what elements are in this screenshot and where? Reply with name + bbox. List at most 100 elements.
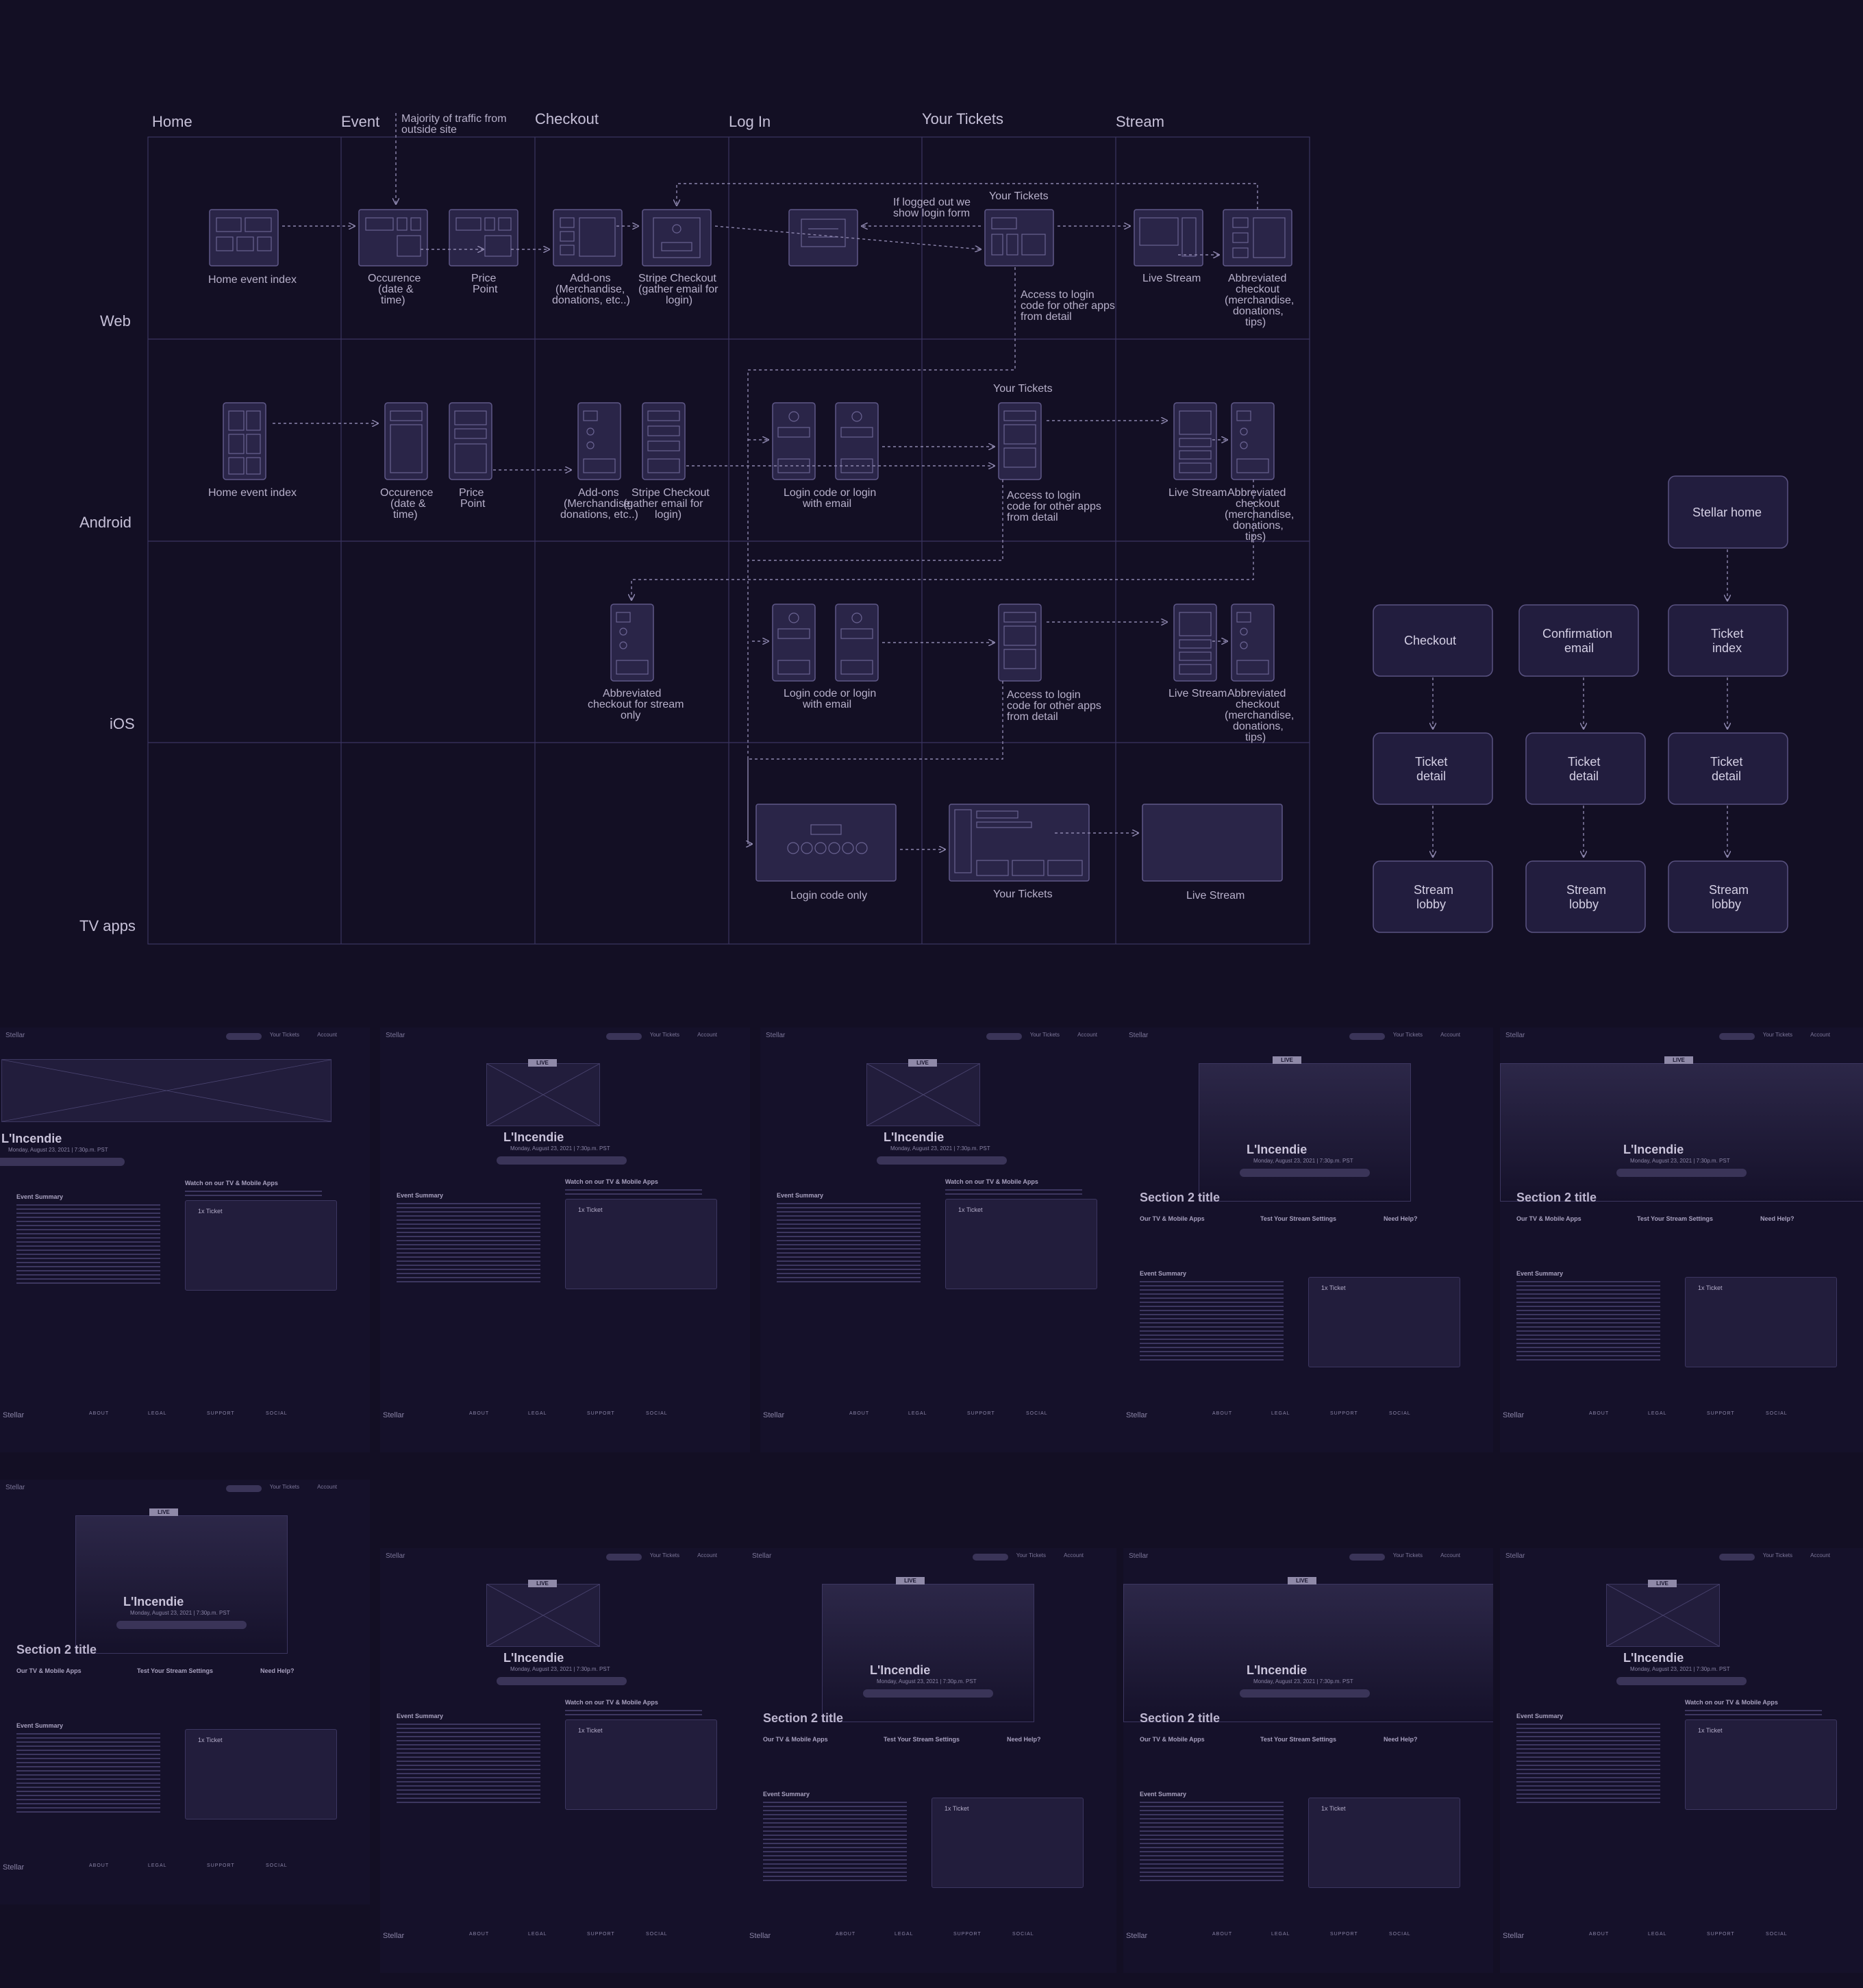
footer-column-about: ABOUT: [89, 1411, 110, 1416]
web-access-label-1: Access to login: [1021, 289, 1095, 301]
watch-now-button[interactable]: [497, 1156, 627, 1165]
live-badge: LIVE: [1288, 1577, 1316, 1585]
watch-now-button[interactable]: [497, 1677, 627, 1685]
nav-your-tickets[interactable]: Your Tickets: [1762, 1552, 1792, 1558]
nav-your-tickets[interactable]: Your Tickets: [1392, 1032, 1423, 1038]
footer-logo: Stellar: [3, 1863, 25, 1872]
android-access-label-1: Access to login: [1007, 490, 1081, 501]
nav-your-tickets[interactable]: Your Tickets: [1016, 1552, 1046, 1558]
ios-access-label-3: from detail: [1007, 711, 1058, 723]
watch-now-button[interactable]: [1240, 1169, 1370, 1177]
get-tickets-button[interactable]: [1719, 1033, 1755, 1040]
watch-now-button[interactable]: [863, 1689, 993, 1698]
footer-column-support: SUPPORT: [1330, 1932, 1358, 1937]
ios-abbrev-label-3: (merchandise,: [1225, 710, 1294, 721]
event-date: Monday, August 23, 2021 | 7:30p.m. PST: [130, 1610, 230, 1616]
get-tickets-button[interactable]: [1719, 1554, 1755, 1561]
flow-stream-lobby-2-line2: lobby: [1569, 897, 1599, 911]
row-header-tv-apps: TV apps: [79, 917, 136, 934]
get-tickets-button[interactable]: [1349, 1554, 1385, 1561]
event-summary-heading: Event Summary: [763, 1791, 810, 1798]
nav-account[interactable]: Account: [1810, 1552, 1830, 1558]
hero-banner: [1123, 1584, 1493, 1722]
nav-account[interactable]: Account: [1440, 1552, 1460, 1558]
get-tickets-button[interactable]: [606, 1554, 642, 1561]
section-title: Section 2 title: [1140, 1191, 1221, 1204]
ios-live-stream-node: [1173, 604, 1217, 682]
footer-column-support: SUPPORT: [1707, 1411, 1735, 1416]
nav-your-tickets[interactable]: Your Tickets: [269, 1032, 299, 1038]
event-summary-heading: Event Summary: [777, 1192, 824, 1199]
footer-column-about: ABOUT: [1212, 1411, 1233, 1416]
watch-apps-heading: Watch on our TV & Mobile Apps: [945, 1178, 1038, 1185]
nav-your-tickets[interactable]: Your Tickets: [649, 1552, 679, 1558]
watch-now-button[interactable]: [1616, 1169, 1747, 1177]
event-summary-text: [763, 1802, 907, 1884]
flow-stream-lobby-2-line1: Stream: [1566, 883, 1606, 897]
nav-account[interactable]: Account: [1440, 1032, 1460, 1038]
nav-your-tickets[interactable]: Your Tickets: [649, 1032, 679, 1038]
android-home-event-index-node: [223, 402, 266, 480]
nav-account[interactable]: Account: [697, 1552, 717, 1558]
nav-account[interactable]: Account: [1064, 1552, 1084, 1558]
flow-checkout-label: Checkout: [1404, 634, 1456, 647]
footer-column-social: SOCIAL: [646, 1411, 668, 1416]
android-your-tickets-node: [998, 402, 1042, 480]
annotation-your-tickets-android: Your Tickets: [993, 383, 1053, 395]
event-title: L'Incendie: [503, 1130, 564, 1144]
hero-image: [1, 1059, 332, 1122]
logo: Stellar: [1505, 1552, 1525, 1560]
event-date: Monday, August 23, 2021 | 7:30p.m. PST: [1253, 1678, 1353, 1685]
flow-ticket-detail-box-2: [1525, 732, 1646, 805]
nav-account[interactable]: Account: [317, 1484, 337, 1490]
event-summary-text: [1516, 1281, 1660, 1363]
flow-stream-lobby-box-2: [1525, 860, 1646, 933]
get-tickets-button[interactable]: [986, 1033, 1022, 1040]
footer-column-about: ABOUT: [1589, 1932, 1610, 1937]
nav-account[interactable]: Account: [697, 1032, 717, 1038]
watch-now-button[interactable]: [877, 1156, 1007, 1165]
nav-your-tickets[interactable]: Your Tickets: [269, 1484, 299, 1490]
get-tickets-button[interactable]: [226, 1033, 262, 1040]
footer-logo: Stellar: [383, 1932, 405, 1940]
nav-your-tickets[interactable]: Your Tickets: [1392, 1552, 1423, 1558]
android-login-email-node: [835, 402, 879, 480]
nav-account[interactable]: Account: [317, 1032, 337, 1038]
web-access-label-2: code for other apps: [1021, 300, 1115, 312]
footer-column-legal: LEGAL: [1271, 1932, 1290, 1937]
get-tickets-button[interactable]: [973, 1554, 1008, 1561]
watch-now-button[interactable]: [1240, 1689, 1370, 1698]
android-abbrev-label-5: tips): [1245, 531, 1266, 543]
watch-now-button[interactable]: [0, 1158, 125, 1166]
section-title: Section 2 title: [16, 1643, 97, 1656]
android-occurrence-label-3: time): [393, 509, 418, 521]
android-access-label-2: code for other apps: [1007, 501, 1101, 512]
watch-now-button[interactable]: [116, 1621, 247, 1629]
nav-your-tickets[interactable]: Your Tickets: [1762, 1032, 1792, 1038]
web-live-stream-node: [1134, 209, 1203, 266]
watch-apps-heading: Watch on our TV & Mobile Apps: [565, 1178, 658, 1185]
web-occurrence-label-2: (date &: [378, 284, 414, 295]
row-header-web: Web: [100, 312, 131, 330]
get-tickets-button[interactable]: [226, 1485, 262, 1492]
section-title: Section 2 title: [1140, 1711, 1221, 1725]
column-header-your-tickets: Your Tickets: [922, 110, 1003, 127]
nav-account[interactable]: Account: [1810, 1032, 1830, 1038]
nav-account[interactable]: Account: [1077, 1032, 1097, 1038]
get-tickets-button[interactable]: [1349, 1033, 1385, 1040]
footer-column-support: SUPPORT: [967, 1411, 995, 1416]
ticket-count: 1x Ticket: [578, 1206, 603, 1213]
event-date: Monday, August 23, 2021 | 7:30p.m. PST: [1630, 1666, 1730, 1672]
watch-now-button[interactable]: [1616, 1677, 1747, 1685]
annotation-your-tickets-web: Your Tickets: [989, 190, 1049, 202]
android-addons-label-1: Add-ons: [578, 487, 619, 499]
get-tickets-button[interactable]: [606, 1033, 642, 1040]
nav-your-tickets[interactable]: Your Tickets: [1029, 1032, 1060, 1038]
ios-abbrev-stream-label-3: only: [621, 710, 640, 721]
